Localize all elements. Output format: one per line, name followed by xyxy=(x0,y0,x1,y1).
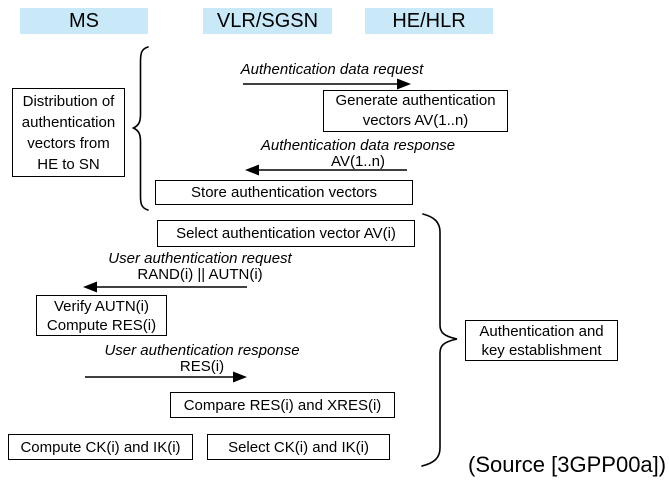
right-phase-brace xyxy=(421,213,458,467)
process-box-compute-ck-ik: Compute CK(i) and IK(i) xyxy=(8,434,193,460)
message-title: User authentication response xyxy=(104,342,300,359)
message-param: AV(1..n) xyxy=(331,153,385,170)
process-box-verify-compute: Verify AUTN(i) Compute RES(i) xyxy=(36,295,167,336)
message-label-user-auth-response: User authentication response RES(i) xyxy=(96,343,308,375)
process-box-store-vectors: Store authentication vectors xyxy=(155,180,413,205)
message-param: RAND(i) || AUTN(i) xyxy=(137,266,263,283)
process-box-generate-vectors: Generate authentication vectors AV(1..n) xyxy=(323,90,508,132)
message-title: User authentication request xyxy=(108,250,292,267)
user-auth-request-arrow xyxy=(83,281,247,293)
message-label-user-auth-request: User authentication request RAND(i) || A… xyxy=(94,251,306,283)
message-title: Authentication data response xyxy=(260,137,456,154)
process-box-compare-res: Compare RES(i) and XRES(i) xyxy=(170,392,395,418)
lifeline-header-he-hlr: HE/HLR xyxy=(365,8,493,34)
phase-label-auth-establishment-box: Authentication and key establishment xyxy=(465,320,618,361)
message-param: RES(i) xyxy=(179,358,225,375)
left-phase-brace xyxy=(131,46,149,211)
message-title: Authentication data request xyxy=(240,61,424,78)
message-label-auth-data-request: Authentication data request xyxy=(228,62,436,78)
message-label-auth-data-response: Authentication data response AV(1..n) xyxy=(252,138,464,170)
phase-label-distribution-box: Distribution of authentication vectors f… xyxy=(12,88,125,177)
lifeline-header-vlr-sgsn: VLR/SGSN xyxy=(203,8,332,34)
process-box-select-vector: Select authentication vector AV(i) xyxy=(157,220,415,247)
lifeline-header-ms: MS xyxy=(20,8,148,34)
source-citation: (Source [3GPP00a]) xyxy=(468,452,667,477)
auth-data-request-arrow xyxy=(243,78,411,90)
process-box-select-ck-ik: Select CK(i) and IK(i) xyxy=(207,434,390,460)
